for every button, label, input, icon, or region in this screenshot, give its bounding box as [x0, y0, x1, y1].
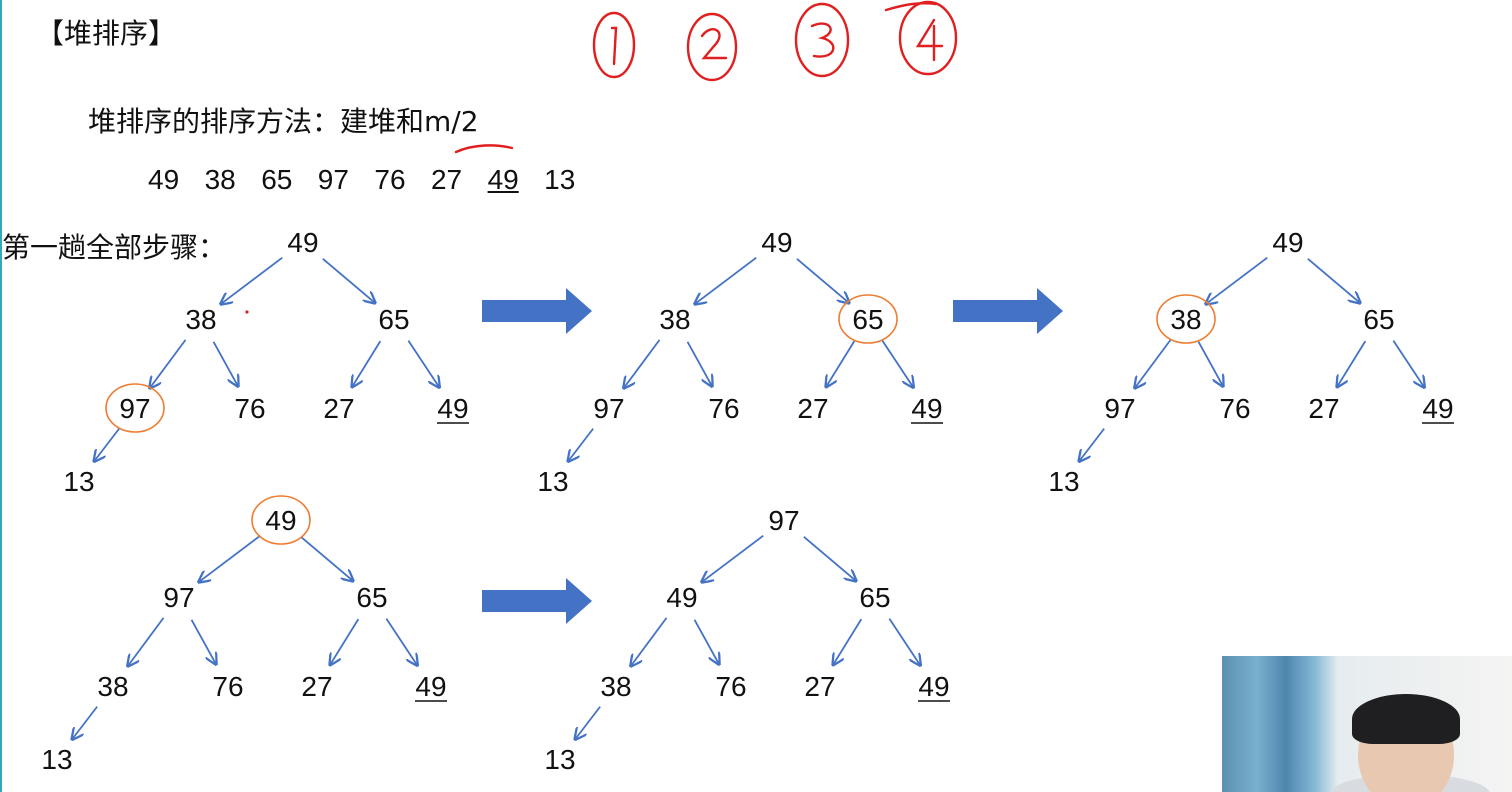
handwritten-circle-1-icon [592, 11, 636, 79]
sequence-item: 49 [148, 164, 180, 195]
method-text: 堆排序的排序方法：建堆和 [88, 105, 425, 138]
sequence-item-duplicate: 49 [487, 164, 519, 195]
next-step-arrow [482, 288, 592, 334]
pen-dot [245, 310, 249, 314]
handwritten-circle-2-icon [686, 12, 738, 82]
next-step-arrow [953, 288, 1063, 334]
left-edge-accent [0, 0, 2, 792]
sequence-item: 27 [430, 164, 463, 195]
input-sequence: 49 38 65 97 76 27 49 13 [148, 164, 601, 196]
sequence-item: 76 [374, 164, 406, 195]
presenter-hair [1352, 694, 1460, 744]
slide-title: 【堆排序】 [36, 17, 177, 50]
method-line: 堆排序的排序方法：建堆和m/2 [88, 100, 479, 140]
sequence-item: 65 [261, 164, 293, 195]
webcam-overlay [1222, 656, 1512, 792]
sequence-item: 38 [204, 164, 236, 195]
next-step-arrow [482, 578, 592, 624]
method-suffix: m/2 [424, 105, 479, 138]
step-label: 第一趟全部步骤： [2, 231, 227, 264]
handwritten-circle-4-icon [898, 0, 958, 76]
handwritten-circle-3-icon [794, 2, 850, 78]
sequence-item: 13 [544, 164, 576, 195]
sequence-item: 97 [317, 164, 349, 195]
